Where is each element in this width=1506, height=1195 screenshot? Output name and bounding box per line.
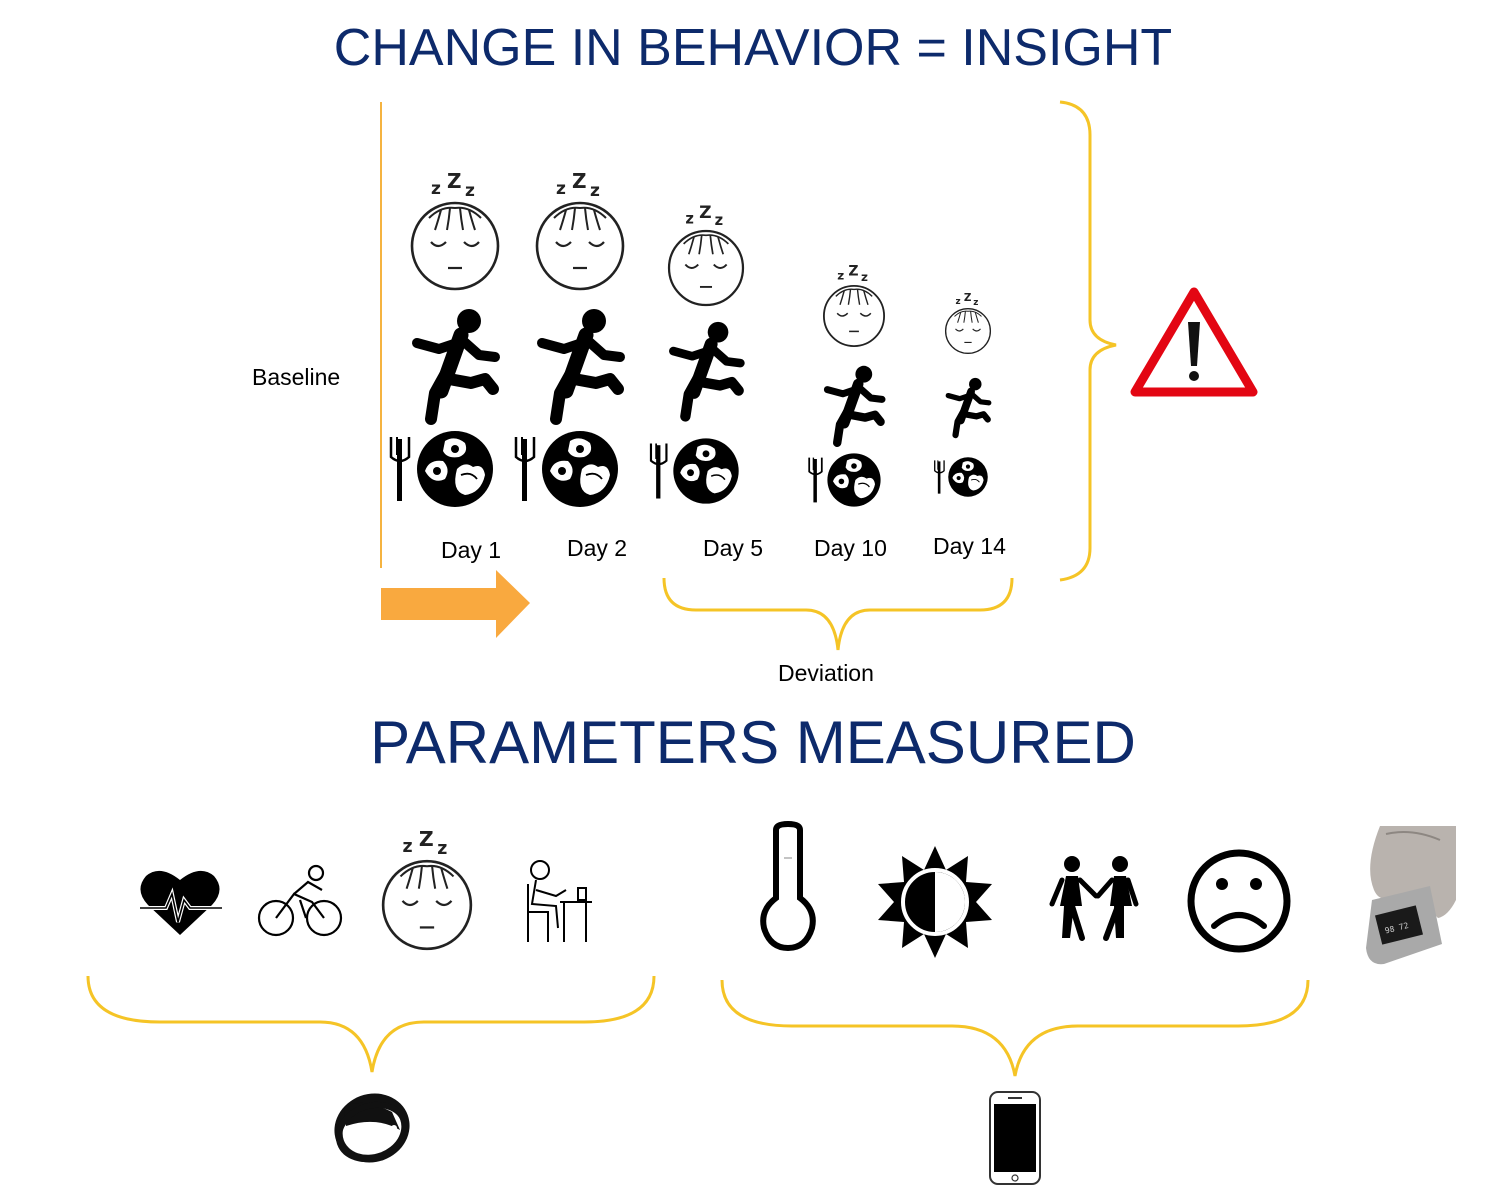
warning-triangle-icon (1130, 287, 1258, 397)
smartphone-icon (989, 1091, 1041, 1185)
people-walking-icon (1049, 856, 1139, 941)
sleep-face-icon (667, 202, 745, 307)
brightness-icon (878, 846, 992, 958)
cycling-icon (257, 864, 343, 937)
wristband-icon (334, 1093, 410, 1163)
deviation-label: Deviation (778, 660, 874, 686)
pulse-oximeter-icon: 98 72 (1366, 826, 1456, 965)
thermometer-icon (760, 820, 816, 952)
sleep-face-icon (944, 291, 992, 355)
running-person-icon (673, 322, 740, 417)
day-label: Day 5 (703, 535, 764, 561)
parameters-title: PARAMETERS MEASURED (370, 709, 1136, 776)
running-person-icon (542, 309, 620, 419)
wearable-brace (86, 975, 656, 1073)
day-label: Day 2 (567, 535, 628, 561)
running-person-icon (417, 309, 495, 419)
meal-plate-icon (389, 429, 495, 509)
sitting-at-desk-icon (527, 860, 592, 942)
sleep-face-icon (822, 262, 886, 348)
sad-face-icon (1187, 849, 1291, 953)
day-label: Day 10 (814, 535, 887, 561)
running-person-icon (827, 366, 882, 443)
sleep-face-icon (381, 825, 473, 951)
day-column (649, 202, 745, 505)
sleep-face-icon (535, 167, 625, 291)
running-person-icon (948, 378, 989, 435)
meal-plate-icon (514, 429, 620, 509)
meal-plate-icon (934, 456, 989, 498)
main-title: CHANGE IN BEHAVIOR = INSIGHT (333, 19, 1173, 77)
insight-brace (1059, 100, 1117, 582)
day-columns (389, 167, 992, 509)
deviation-brace (662, 577, 1014, 651)
meal-plate-icon (808, 452, 882, 508)
phone-brace (720, 979, 1310, 1077)
day-column (808, 262, 886, 508)
day-column (934, 291, 992, 498)
day-column (514, 167, 625, 509)
baseline-label: Baseline (252, 364, 341, 390)
day-column (389, 167, 500, 509)
day-label: Day 1 (441, 537, 502, 563)
heart-rate-icon (140, 870, 222, 935)
day-label: Day 14 (933, 533, 1006, 559)
meal-plate-icon (649, 437, 740, 505)
timeline-arrow-icon (381, 570, 530, 638)
sleep-face-icon (410, 167, 500, 291)
